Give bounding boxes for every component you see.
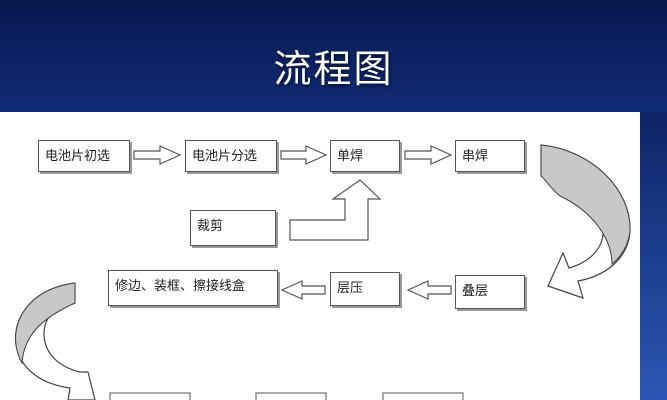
- arrow-single-weld-to-string-weld: [404, 145, 453, 165]
- arrow-cutting-to-single-weld: [289, 179, 382, 241]
- title-band: 流程图: [0, 0, 667, 112]
- next-step-box-1: [109, 392, 191, 400]
- next-step-box-2: [255, 392, 327, 400]
- curve-string-weld-to-stacking-shade: [540, 144, 631, 266]
- slide-edge-decoration: [639, 112, 667, 400]
- arrow-prescreen-to-sorting: [133, 145, 182, 165]
- step-cutting: 裁剪: [190, 210, 276, 246]
- step-cell-prescreen: 电池片初选: [38, 140, 130, 172]
- step-string-weld: 串焊: [455, 140, 525, 172]
- step-laminating: 层压: [330, 272, 400, 306]
- step-single-weld: 单焊: [330, 140, 400, 172]
- step-cell-sorting: 电池片分选: [185, 140, 277, 172]
- step-stacking: 叠层: [455, 275, 525, 309]
- next-step-box-3: [382, 392, 464, 400]
- curve-finishing-to-next-shade: [15, 282, 76, 365]
- slide-title: 流程图: [273, 47, 394, 91]
- arrow-laminating-to-finishing: [280, 280, 326, 300]
- step-finishing: 修边、装框、擦接线盒: [108, 270, 278, 306]
- arrow-stacking-to-laminating: [406, 280, 452, 300]
- arrow-sorting-to-single-weld: [280, 145, 328, 165]
